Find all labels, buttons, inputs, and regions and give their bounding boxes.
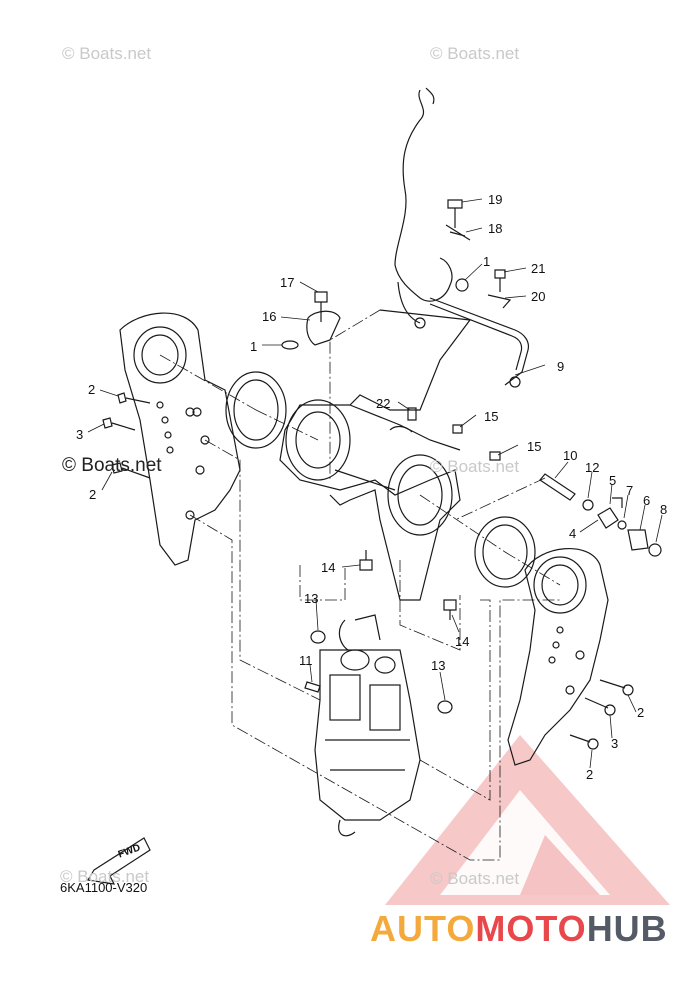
callout-7: 7 [626, 483, 634, 498]
callout-22: 22 [376, 396, 391, 411]
clamp-bracket-left [119, 312, 241, 566]
watermark: © Boats.net [430, 869, 520, 888]
callout-2: 2 [89, 487, 97, 502]
callout-1: 1 [483, 254, 491, 269]
brand-triangle-logo [385, 735, 670, 905]
callout-15: 15 [527, 439, 542, 454]
callout-2: 2 [637, 705, 645, 720]
callout-13: 13 [431, 658, 446, 673]
callout-18: 18 [488, 221, 503, 236]
callout-11: 11 [299, 653, 313, 668]
callout-21: 21 [531, 261, 546, 276]
swivel-housing [279, 309, 472, 601]
callout-15: 15 [484, 409, 499, 424]
clamp-bracket-right [507, 547, 609, 766]
callout-20: 20 [531, 289, 546, 304]
power-trim-tilt-unit [314, 614, 421, 837]
callout-8: 8 [660, 502, 668, 517]
brand-part-moto: MOTO [475, 908, 587, 949]
brand-part-hub: HUB [586, 908, 668, 949]
callout-17: 17 [280, 275, 295, 290]
callout-4: 4 [569, 526, 577, 541]
diagram-code: 6KA1100-V320 [60, 880, 148, 895]
callout-12: 12 [585, 460, 600, 475]
callout-3: 3 [76, 427, 84, 442]
watermark: © Boats.net [62, 44, 152, 63]
brand-wordmark: AUTOMOTOHUB [370, 908, 668, 950]
callout-2: 2 [88, 382, 96, 397]
bracket-9 [429, 297, 530, 386]
callout-3: 3 [611, 736, 619, 751]
callout-5: 5 [609, 473, 617, 488]
friction-ring-left [225, 371, 287, 449]
tilt-pin-10 [539, 473, 576, 501]
watermark: © Boats.net [60, 867, 150, 886]
leader-lines [87, 198, 663, 769]
callout-13: 13 [304, 591, 319, 606]
watermark: © Boats.net [430, 44, 520, 63]
trim-sensor-cable [394, 89, 453, 302]
callout-16: 16 [262, 309, 277, 324]
watermark-dark: © Boats.net [62, 455, 162, 476]
callout-19: 19 [488, 192, 503, 207]
callout-9: 9 [557, 359, 565, 374]
friction-ring-right [474, 516, 536, 588]
callout-2: 2 [586, 767, 594, 782]
callout-10: 10 [563, 448, 578, 463]
brand-part-auto: AUTO [370, 908, 476, 949]
callout-6: 6 [643, 493, 651, 508]
watermark: © Boats.net [430, 457, 520, 476]
fwd-arrow [87, 837, 151, 885]
callout-14: 14 [321, 560, 336, 575]
callout-1: 1 [250, 339, 258, 354]
alignment-lines [159, 309, 561, 861]
callout-14: 14 [455, 634, 470, 649]
